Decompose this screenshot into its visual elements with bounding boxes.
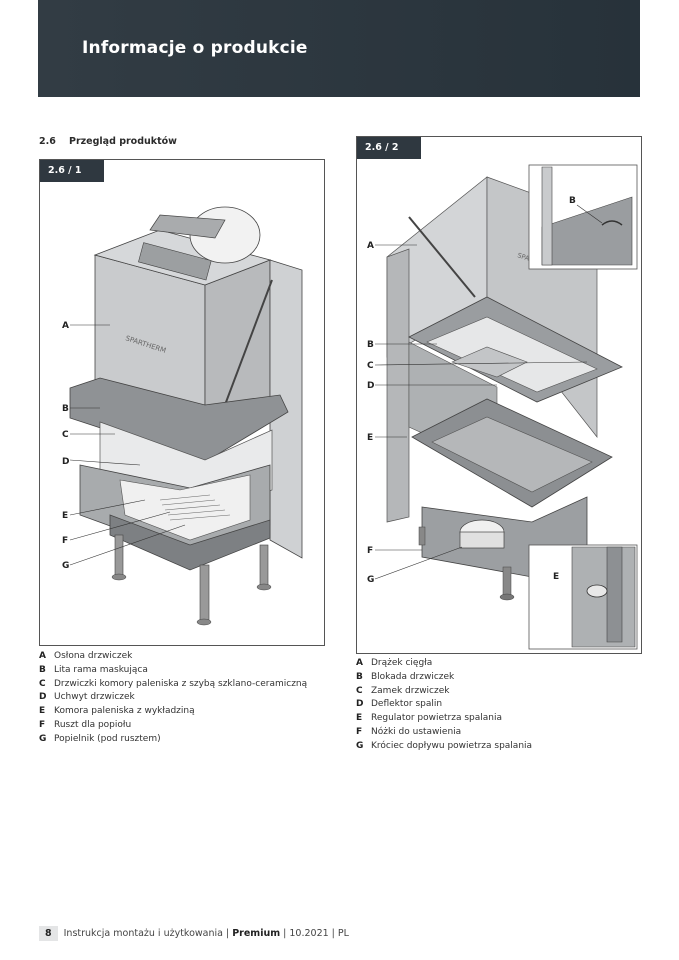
- fireplace-illustration-front: SPARTHERM A B C D E F G: [62, 206, 303, 626]
- figure-1: SPARTHERM A B C D E F G 2.6 / 1: [39, 159, 325, 646]
- callout-b: B: [367, 340, 374, 350]
- callout-c: C: [367, 361, 374, 371]
- callout-d: D: [367, 381, 374, 391]
- footer-text-before: Instrukcja montażu i użytkowania |: [63, 928, 233, 939]
- callout-e: E: [367, 433, 373, 443]
- callout-e: E: [62, 511, 68, 521]
- callout-f: F: [367, 546, 373, 556]
- callout-b: B: [62, 404, 69, 414]
- callout-a: A: [62, 321, 69, 331]
- section-title: Przegląd produktów: [69, 136, 177, 147]
- page-header: Informacje o produkcie: [38, 0, 640, 97]
- fireplace-illustration-corner: SPARTHERM B E A B C D E F G: [367, 164, 638, 650]
- callout-d: D: [62, 457, 69, 467]
- page-footer: 8 Instrukcja montażu i użytkowania | Prem…: [39, 926, 349, 941]
- callout-g: G: [62, 561, 69, 571]
- section-heading: 2.6 Przegląd produktów: [39, 136, 177, 147]
- figure-2: SPARTHERM B E A B C D E F G 2.6 / 2: [356, 136, 642, 654]
- callout-g: G: [367, 575, 374, 585]
- footer-text-after: | 10.2021 | PL: [280, 928, 349, 939]
- inset-callout-e: E: [553, 572, 559, 582]
- callout-f: F: [62, 536, 68, 546]
- inset-callout-b: B: [569, 196, 576, 206]
- footer-product: Premium: [232, 928, 281, 939]
- page-number: 8: [39, 926, 58, 941]
- figure-tag: 2.6 / 1: [40, 160, 104, 182]
- callout-c: C: [62, 430, 69, 440]
- callout-a: A: [367, 241, 374, 251]
- page-title: Informacje o produkcie: [82, 38, 308, 58]
- section-number: 2.6: [39, 136, 56, 147]
- figure-tag: 2.6 / 2: [357, 137, 421, 159]
